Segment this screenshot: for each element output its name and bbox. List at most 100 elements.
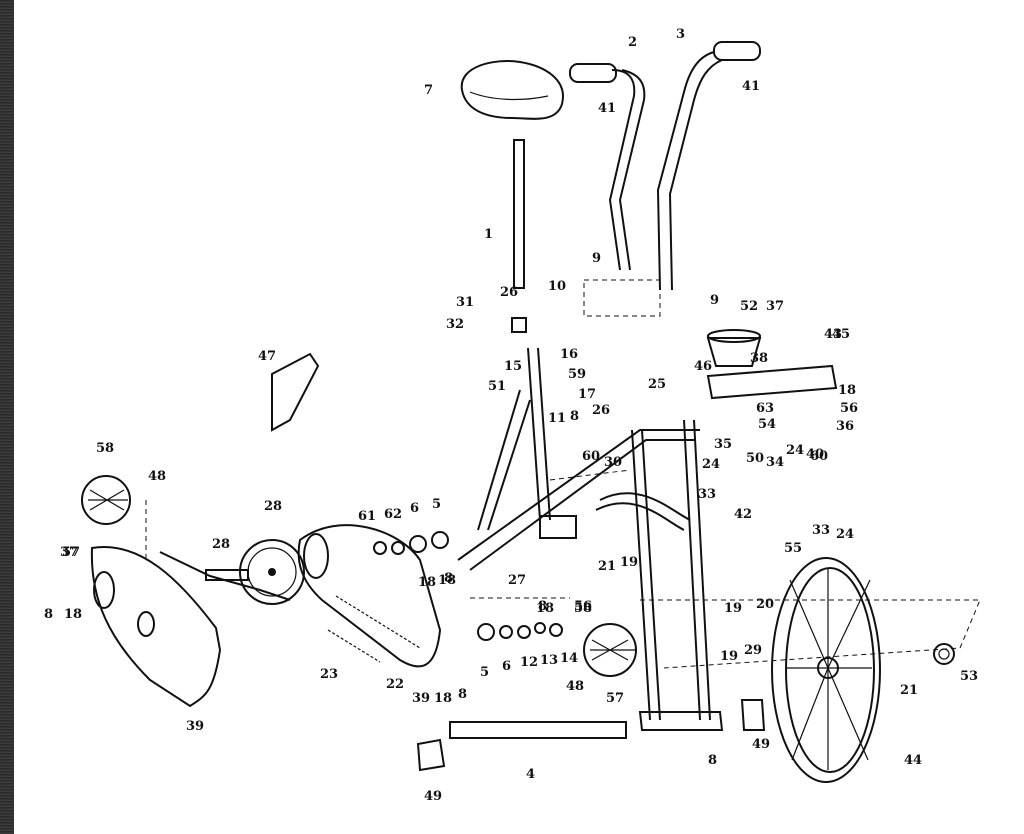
callout-27: 27 bbox=[508, 573, 526, 588]
callout-44: 44 bbox=[904, 753, 922, 768]
pedal-right bbox=[583, 623, 637, 677]
callout-35: 35 bbox=[714, 437, 732, 452]
callout-6a: 6 bbox=[410, 501, 419, 516]
hub-cap bbox=[933, 643, 955, 665]
callout-47: 47 bbox=[258, 349, 276, 364]
callout-14: 14 bbox=[560, 651, 578, 666]
callout-63: 63 bbox=[756, 401, 774, 416]
callout-59: 59 bbox=[568, 367, 586, 382]
brake-pad bbox=[706, 364, 838, 400]
callout-4: 4 bbox=[526, 767, 535, 782]
chain-guard-outer bbox=[90, 545, 222, 708]
main-frame bbox=[457, 347, 724, 731]
callout-32: 32 bbox=[446, 317, 464, 332]
callout-19c: 19 bbox=[720, 649, 738, 664]
callout-48a: 48 bbox=[148, 469, 166, 484]
callout-34: 34 bbox=[766, 455, 784, 470]
callout-39b: 39 bbox=[412, 691, 430, 706]
pedal-left bbox=[81, 475, 131, 525]
callout-60b: 60 bbox=[810, 449, 828, 464]
callout-8e: 8 bbox=[538, 599, 547, 614]
callout-37a: 37 bbox=[766, 299, 784, 314]
callout-51: 51 bbox=[488, 379, 506, 394]
callout-40: 40 bbox=[806, 447, 824, 462]
callout-33a: 33 bbox=[698, 487, 716, 502]
callout-48b: 48 bbox=[566, 679, 584, 694]
chain bbox=[327, 595, 421, 663]
callout-24b: 24 bbox=[786, 443, 804, 458]
callout-56b: 56 bbox=[574, 599, 592, 614]
callout-11: 11 bbox=[548, 411, 566, 426]
callout-31: 31 bbox=[456, 295, 474, 310]
callout-labels: 1 2 3 4 5 5 6 6 7 8 8 8 8 8 8 9 9 10 11 … bbox=[44, 27, 978, 804]
callout-2: 2 bbox=[628, 35, 637, 50]
callout-36: 36 bbox=[836, 419, 854, 434]
callout-3: 3 bbox=[676, 27, 685, 42]
callout-9b: 9 bbox=[710, 293, 719, 308]
callout-26b: 26 bbox=[592, 403, 610, 418]
callout-49a: 49 bbox=[424, 789, 442, 804]
callout-58b: 58 bbox=[574, 601, 592, 616]
callout-54: 54 bbox=[758, 417, 776, 432]
callout-58a: 58 bbox=[96, 441, 114, 456]
callout-53: 53 bbox=[960, 669, 978, 684]
callout-39a: 39 bbox=[186, 719, 204, 734]
callout-18f: 18 bbox=[536, 601, 554, 616]
bearing-set bbox=[373, 515, 577, 641]
callout-56a: 56 bbox=[840, 401, 858, 416]
callout-12: 12 bbox=[520, 655, 538, 670]
callout-13: 13 bbox=[540, 653, 558, 668]
callout-57b: 57 bbox=[62, 545, 80, 560]
callout-49b: 49 bbox=[752, 737, 770, 752]
callout-8f: 8 bbox=[444, 571, 453, 586]
callout-20: 20 bbox=[756, 597, 774, 612]
stabilizer-tube bbox=[416, 699, 766, 772]
callout-18c: 18 bbox=[438, 573, 456, 588]
callout-21b: 21 bbox=[900, 683, 918, 698]
callout-24a: 24 bbox=[702, 457, 720, 472]
callout-5a: 5 bbox=[432, 497, 441, 512]
scanned-edge-strip bbox=[0, 0, 14, 834]
callout-9a: 9 bbox=[592, 251, 601, 266]
chain-guard-inner bbox=[297, 524, 442, 668]
callout-18d: 18 bbox=[434, 691, 452, 706]
callout-41b: 41 bbox=[742, 79, 760, 94]
guide-lines bbox=[145, 279, 981, 669]
callout-45: 45 bbox=[832, 327, 850, 342]
bracket-part bbox=[271, 352, 320, 432]
callout-6b: 6 bbox=[502, 659, 511, 674]
callout-41a: 41 bbox=[598, 101, 616, 116]
callout-19b: 19 bbox=[724, 601, 742, 616]
callout-42: 42 bbox=[734, 507, 752, 522]
callout-23: 23 bbox=[320, 667, 338, 682]
callout-18b: 18 bbox=[418, 575, 436, 590]
callout-28a: 28 bbox=[264, 499, 282, 514]
callout-57a: 57 bbox=[606, 691, 624, 706]
callout-60a: 60 bbox=[582, 449, 600, 464]
callout-5b: 5 bbox=[480, 665, 489, 680]
callout-26a: 26 bbox=[500, 285, 518, 300]
callout-30: 30 bbox=[604, 455, 622, 470]
tension-knob bbox=[706, 329, 762, 367]
callout-18a: 18 bbox=[64, 607, 82, 622]
callout-8b: 8 bbox=[458, 687, 467, 702]
callout-1: 1 bbox=[484, 227, 493, 242]
callout-33b: 33 bbox=[812, 523, 830, 538]
callout-8d: 8 bbox=[570, 409, 579, 424]
callout-17: 17 bbox=[578, 387, 596, 402]
callout-38: 38 bbox=[750, 351, 768, 366]
callout-15: 15 bbox=[504, 359, 522, 374]
callout-37b: 37 bbox=[60, 545, 78, 560]
callout-16: 16 bbox=[560, 347, 578, 362]
callout-29: 29 bbox=[744, 643, 762, 658]
callout-62: 62 bbox=[384, 507, 402, 522]
crank-arm bbox=[159, 551, 291, 601]
callout-25: 25 bbox=[648, 377, 666, 392]
handlebar-right bbox=[656, 41, 761, 291]
callout-22: 22 bbox=[386, 677, 404, 692]
callout-24c: 24 bbox=[836, 527, 854, 542]
callout-28b: 28 bbox=[212, 537, 230, 552]
callout-46: 46 bbox=[694, 359, 712, 374]
callout-43: 43 bbox=[824, 327, 842, 342]
